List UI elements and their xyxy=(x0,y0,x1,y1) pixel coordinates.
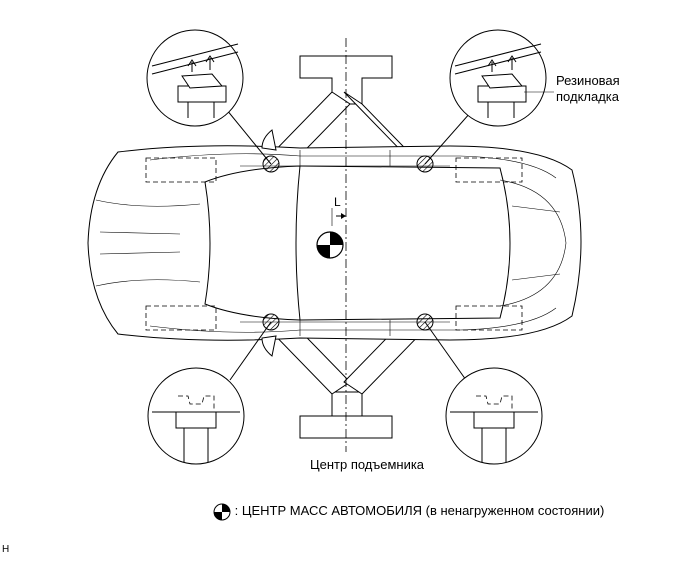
leader-lines xyxy=(221,103,479,381)
detail-front-upper xyxy=(146,29,244,127)
figure-code: H xyxy=(2,544,10,555)
rubber-pad-label: Резиновая подкладка xyxy=(556,73,620,105)
legend-text: : ЦЕНТР МАСС АВТОМОБИЛЯ (в ненагруженном… xyxy=(234,503,605,518)
dimension-label: L xyxy=(334,195,341,209)
detail-rear-upper xyxy=(449,29,547,127)
center-of-mass-symbol xyxy=(316,231,344,259)
detail-rear-lower xyxy=(445,367,543,465)
dimension-L xyxy=(331,208,346,226)
legend: : ЦЕНТР МАСС АВТОМОБИЛЯ (в ненагруженном… xyxy=(213,502,604,521)
legend-center-of-mass-icon xyxy=(213,503,231,521)
detail-front-lower xyxy=(147,367,245,465)
rubber-pad-text: Резиновая подкладка xyxy=(556,73,620,104)
lift-center-label: Центр подъемника xyxy=(310,457,425,472)
